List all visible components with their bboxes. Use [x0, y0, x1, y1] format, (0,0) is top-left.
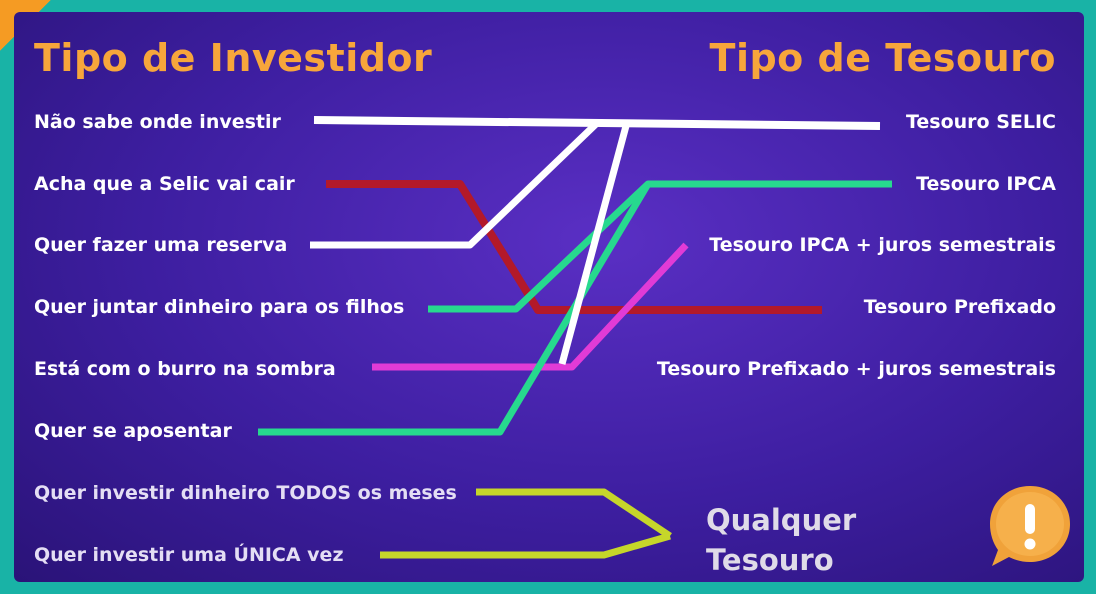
treasury-label: Tesouro Prefixado: [863, 296, 1056, 318]
treasury-label: Tesouro IPCA + juros semestrais: [709, 234, 1056, 256]
any-treasury-label: Qualquer Tesouro: [706, 500, 856, 580]
any-treasury-line2: Tesouro: [706, 543, 834, 577]
investor-label: Quer investir uma ÚNICA vez: [34, 544, 344, 566]
connector-burro-ipca-juros: [372, 242, 689, 371]
connector-aposentar-ipca: [258, 182, 652, 436]
treasury-label: Tesouro IPCA: [916, 173, 1056, 195]
connector-selic-cair-prefixado: [326, 180, 822, 314]
investor-type-heading: Tipo de Investidor: [34, 36, 433, 80]
any-treasury-line1: Qualquer: [706, 503, 857, 537]
investor-label: Não sabe onde investir: [34, 111, 281, 133]
connector-reserva-selic: [310, 121, 599, 249]
investor-label: Acha que a Selic vai cair: [34, 173, 295, 195]
connector-burro-selic: [558, 125, 630, 365]
connector-unica-vez-qualquer: [380, 532, 671, 559]
investor-label: Quer se aposentar: [34, 420, 232, 442]
treasury-label: Tesouro Prefixado + juros semestrais: [656, 358, 1056, 380]
connector-lines: [258, 116, 892, 559]
connector-filhos-ipca: [428, 180, 892, 313]
exclamation-speech-bubble-icon: [990, 486, 1070, 566]
investor-label: Quer investir dinheiro TODOS os meses: [34, 482, 457, 504]
diagram-board: Tipo de Investidor Tipo de Tesouro Não s…: [14, 12, 1084, 582]
investor-label: Está com o burro na sombra: [34, 358, 336, 380]
treasury-label: Tesouro SELIC: [905, 111, 1056, 133]
connector-todos-meses-qualquer: [476, 488, 672, 539]
connector-nao-sabe-selic: [313, 116, 881, 130]
investor-label: Quer fazer uma reserva: [34, 234, 288, 256]
treasury-type-heading: Tipo de Tesouro: [709, 36, 1056, 80]
investor-label: Quer juntar dinheiro para os filhos: [34, 296, 405, 318]
